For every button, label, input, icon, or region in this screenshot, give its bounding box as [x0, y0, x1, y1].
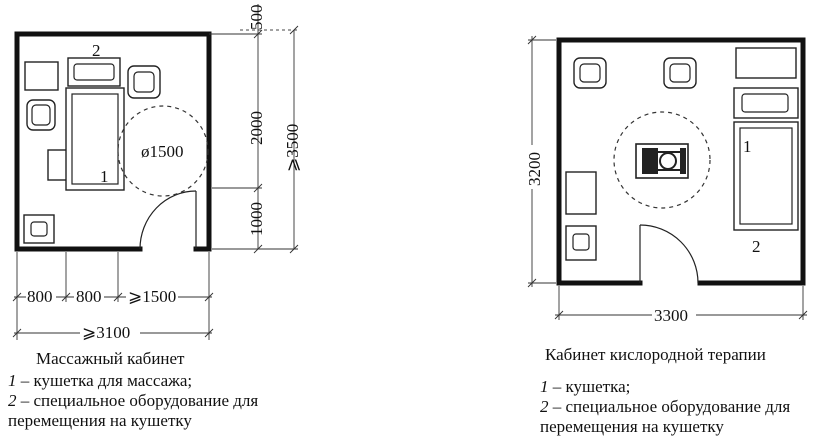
oxygen-lift-equipment — [733, 87, 799, 119]
oxygen-sink — [565, 225, 597, 261]
massage-marker-2: 2 — [92, 41, 101, 60]
massage-room-plan: ø1500 2 1 500 2000 1000 ⩾3500 800 800 ⩾1… — [12, 4, 302, 342]
dim-bottom-2: 800 — [76, 287, 102, 306]
oxygen-dim-horizontal: 3300 — [654, 306, 688, 325]
oxygen-door-swing — [639, 224, 699, 284]
massage-room-caption: Массажный кабинет — [36, 349, 184, 369]
massage-chair-left — [26, 99, 56, 131]
dim-total-horizontal: ⩾3100 — [82, 323, 130, 342]
massage-armchair — [127, 65, 161, 99]
oxygen-caption-title: Кабинет кислородной терапии — [545, 345, 766, 364]
oxygen-marker-2: 2 — [752, 237, 761, 256]
massage-caption-item-2-cont: перемещения на кушетку — [8, 411, 192, 430]
oxygen-dim-vertical: 3200 — [525, 152, 544, 186]
oxygen-chair-2 — [663, 57, 697, 89]
massage-caption-title: Массажный кабинет — [36, 349, 185, 368]
dim-total-vertical: ⩾3500 — [283, 124, 302, 172]
oxygen-caption-items: 1 – кушетка; 2 – специальное оборудовани… — [540, 377, 790, 437]
massage-cabinet — [24, 61, 59, 91]
oxygen-marker-1: 1 — [743, 137, 752, 156]
oxygen-couch — [733, 121, 799, 231]
massage-caption-items: 1 – кушетка для массажа; 2 – специальное… — [8, 371, 258, 431]
massage-door-swing — [139, 190, 197, 250]
dim-bottom-3: ⩾1500 — [128, 287, 176, 306]
massage-room-walls — [14, 31, 212, 252]
oxygen-room-walls — [556, 37, 806, 286]
wheelchair-icon — [635, 143, 689, 179]
massage-sink — [23, 214, 55, 244]
oxygen-left-cabinet — [565, 171, 597, 215]
massage-circle-label: ø1500 — [141, 142, 184, 161]
oxygen-caption-item-1: 1 – кушетка; — [540, 377, 631, 396]
oxygen-turning-circle — [613, 111, 711, 209]
massage-marker-1: 1 — [100, 167, 109, 186]
oxygen-cabinet — [735, 47, 797, 79]
oxygen-room-plan: 1 2 3200 3300 — [522, 35, 808, 325]
dim-low: 1000 — [247, 202, 266, 236]
massage-couch — [65, 87, 125, 191]
dim-bottom-1: 800 — [27, 287, 53, 306]
massage-caption-item-2: 2 – специальное оборудование для — [8, 391, 259, 410]
oxygen-room-caption: Кабинет кислородной терапии — [545, 345, 766, 365]
massage-turning-circle — [117, 105, 209, 197]
massage-caption-item-1: 1 – кушетка для массажа; — [8, 371, 193, 390]
oxygen-caption-item-2: 2 – специальное оборудование для — [540, 397, 791, 416]
dim-top: 500 — [247, 5, 266, 31]
oxygen-chair-1 — [573, 57, 607, 89]
dim-mid: 2000 — [247, 111, 266, 145]
oxygen-caption-item-2-cont: перемещения на кушетку — [540, 417, 724, 436]
massage-lift-equipment — [67, 57, 121, 87]
